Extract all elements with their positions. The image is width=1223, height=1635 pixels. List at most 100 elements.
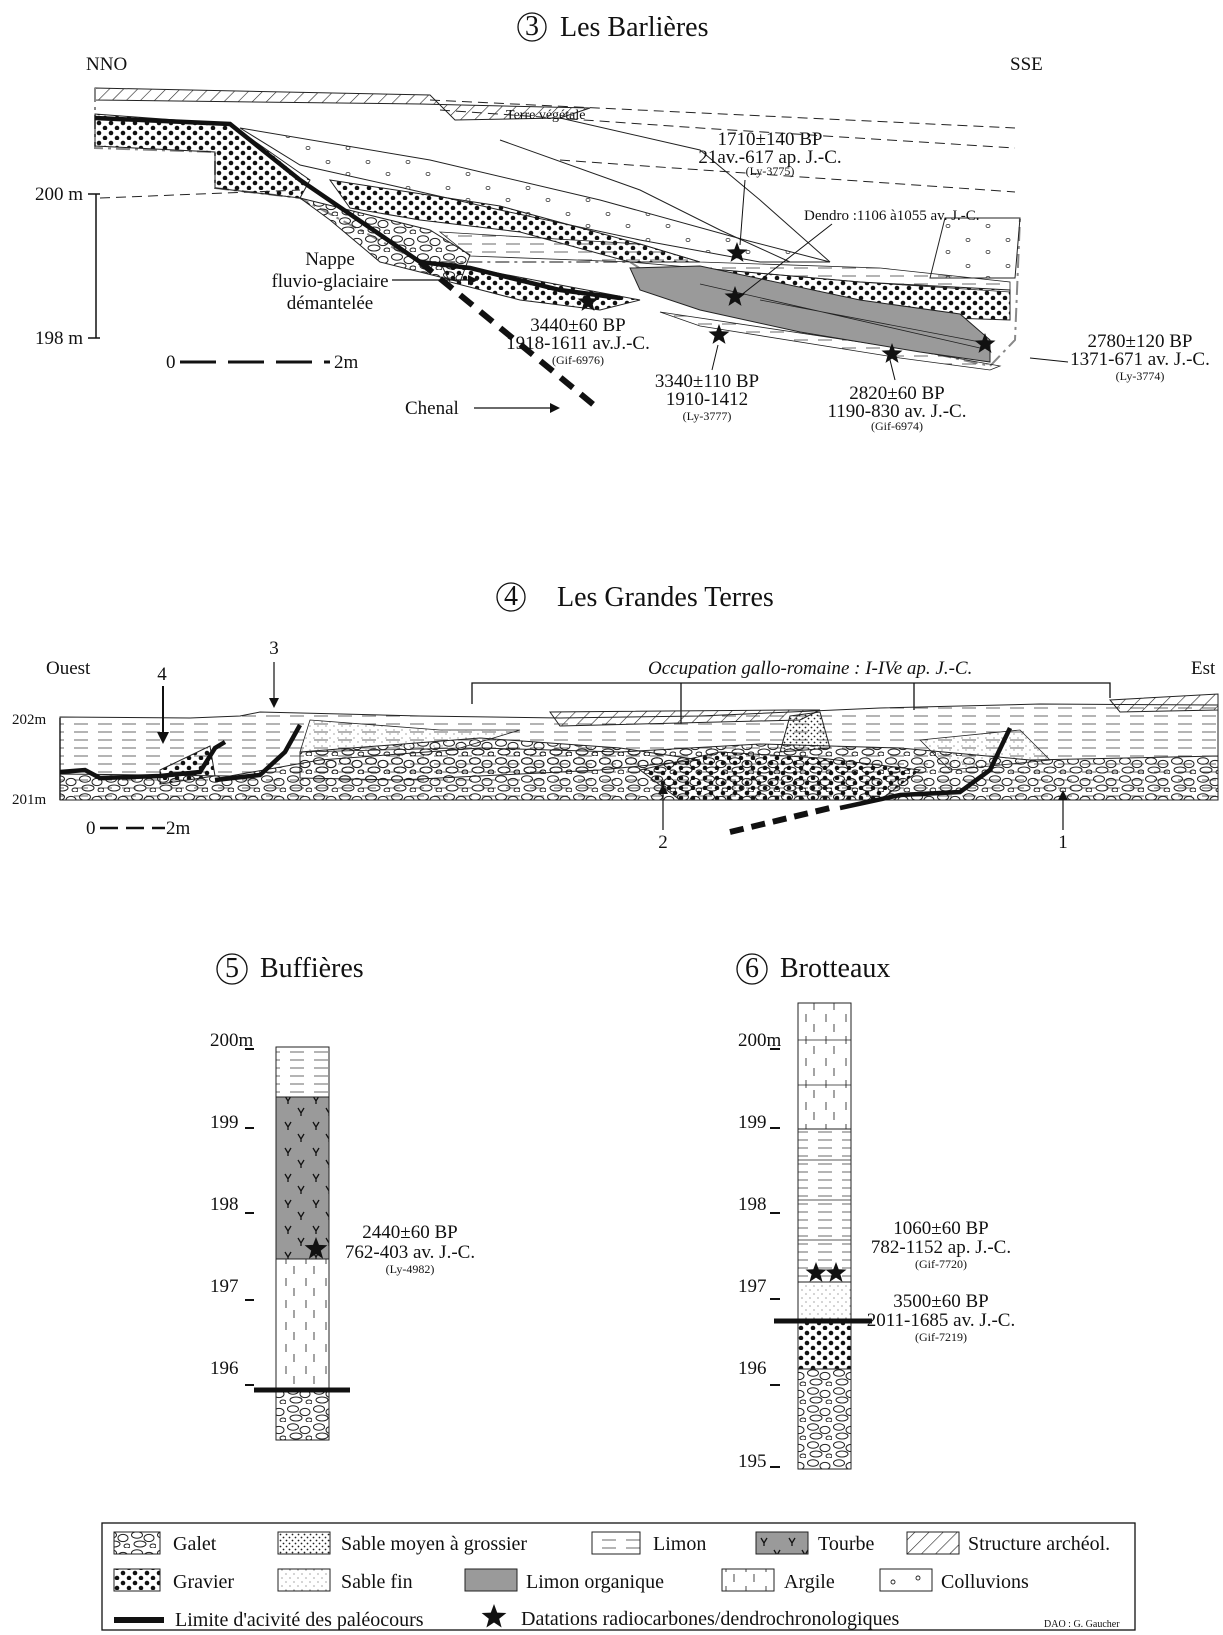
section-3-barlieres: 3 Les Barlières NNO SSE (35, 11, 1210, 433)
marker-4-label: 4 (157, 664, 167, 685)
brotteaux-sable-fin (798, 1282, 851, 1322)
nappe-label-1: Nappe (305, 249, 355, 270)
legend-datations: Datations radiocarbones/dendrochronologi… (521, 1608, 899, 1630)
elevation-202: 202m (12, 712, 47, 728)
marker-3-label: 3 (269, 638, 279, 659)
section-3-left-direction: NNO (86, 54, 127, 75)
legend-swatch-sable-moyen (278, 1532, 330, 1554)
date-2820: 2820±60 BP 1190-830 av. J.-C. (Gif-6974) (828, 360, 967, 433)
section-4-scale-zero: 0 (86, 818, 96, 839)
section-6-title: Brotteaux (780, 953, 890, 984)
buffieres-galet (276, 1390, 329, 1440)
brotteaux-date1-lab: (Gif-7720) (915, 1257, 967, 1271)
legend-swatch-argile (722, 1569, 774, 1591)
buffieres-tick-199: 199 (210, 1112, 239, 1133)
date-2780: 2780±120 BP 1371-671 av. J.-C. (Ly-3774) (1030, 331, 1210, 383)
brotteaux-galet (798, 1369, 851, 1469)
marker-2-label: 2 (658, 832, 668, 853)
legend-swatch-galet (114, 1532, 160, 1554)
gravel-upper-left (95, 114, 310, 198)
legend-limite: Limite d'acivité des paléocours (175, 1609, 424, 1631)
buffieres-tick-198: 198 (210, 1194, 239, 1215)
legend-swatch-limon (592, 1532, 640, 1554)
chenal-label: Chenal (405, 398, 459, 419)
nappe-label-2: fluvio-glaciaire (271, 271, 388, 292)
section-3-number: 3 (525, 11, 539, 42)
svg-text:(Gif-6974): (Gif-6974) (871, 419, 923, 433)
section-6-number: 6 (745, 953, 759, 984)
brotteaux-tick-199: 199 (738, 1112, 767, 1133)
section-6-brotteaux: 6 Brotteaux 200m 199 198 197 196 195 (737, 953, 1015, 1472)
legend-limon: Limon (653, 1533, 706, 1555)
svg-text:(Ly-3774): (Ly-3774) (1116, 369, 1165, 383)
brotteaux-date1-cal: 782-1152 ap. J.-C. (871, 1237, 1011, 1258)
section-4-grandes-terres: 4 Les Grandes Terres Ouest Est Occupatio… (12, 581, 1218, 853)
brotteaux-tick-196: 196 (738, 1358, 767, 1379)
svg-text:1918-1611 av.J.-C.: 1918-1611 av.J.-C. (506, 333, 650, 354)
brotteaux-date1-bp: 1060±60 BP (893, 1218, 988, 1239)
buffieres-date-bp: 2440±60 BP (362, 1222, 457, 1243)
date-3340: 3340±110 BP 1910-1412 (Ly-3777) (655, 345, 759, 423)
svg-text:(Gif-6976): (Gif-6976) (552, 353, 604, 367)
colluvions-right (930, 218, 1020, 278)
legend-structure: Structure archéol. (968, 1533, 1110, 1555)
legend-swatch-structure (907, 1532, 959, 1554)
section-4-number: 4 (504, 581, 518, 612)
buffieres-limon (276, 1047, 329, 1097)
structure-right (1110, 694, 1218, 712)
section-5-title: Buffières (260, 953, 364, 984)
brotteaux-ticks: 200m 199 198 197 196 195 (738, 1030, 782, 1472)
date-1710: 1710±140 BP 21av.-617 ap. J.-C. (Ly-3775… (698, 129, 841, 245)
buffieres-date-cal: 762-403 av. J.-C. (345, 1242, 475, 1263)
scale-end: 2m (334, 352, 359, 373)
legend-swatch-tourbe (756, 1532, 808, 1554)
section-4-title: Les Grandes Terres (557, 582, 774, 613)
brotteaux-tick-198: 198 (738, 1194, 767, 1215)
legend-swatch-sable-fin (278, 1569, 330, 1591)
legend-sable-moyen: Sable moyen à grossier (341, 1533, 527, 1555)
brotteaux-date2-bp: 3500±60 BP (893, 1291, 988, 1312)
section-3-right-direction: SSE (1010, 54, 1043, 75)
legend-tourbe: Tourbe (818, 1533, 874, 1555)
brotteaux-date2-cal: 2011-1685 av. J.-C. (867, 1310, 1015, 1331)
svg-text:(Ly-3777): (Ly-3777) (683, 409, 732, 423)
marker-1-label: 1 (1058, 832, 1068, 853)
svg-text:1910-1412: 1910-1412 (666, 389, 748, 410)
legend-argile: Argile (784, 1571, 835, 1593)
buffieres-date-lab: (Ly-4982) (386, 1262, 435, 1276)
section-4-left-direction: Ouest (46, 658, 91, 679)
marker-3-arrow (269, 698, 279, 708)
dendro-label: Dendro :1106 à1055 av. J.-C. (804, 208, 980, 224)
legend-galet: Galet (173, 1533, 217, 1555)
nappe-label-3: démantelée (287, 293, 374, 314)
brotteaux-argile (798, 1003, 851, 1129)
buffieres-argile (276, 1259, 329, 1390)
brotteaux-date2-lab: (Gif-7219) (915, 1330, 967, 1344)
brotteaux-tick-200: 200m (738, 1030, 782, 1051)
elevation-200: 200 m (35, 184, 83, 205)
brotteaux-limon (798, 1129, 851, 1282)
buffieres-tick-196: 196 (210, 1358, 239, 1379)
legend-swatch-colluvions (880, 1569, 932, 1591)
paleochannel-dashed-right (730, 808, 830, 832)
brotteaux-tick-197: 197 (738, 1276, 767, 1297)
svg-text:(Ly-3775): (Ly-3775) (746, 164, 795, 178)
legend-sable-fin: Sable fin (341, 1571, 413, 1593)
date-3440: 3440±60 BP 1918-1611 av.J.-C. (Gif-6976) (506, 315, 650, 367)
svg-text:1371-671 av. J.-C.: 1371-671 av. J.-C. (1070, 349, 1210, 370)
terre-vegetale-label: Terre végétale (506, 108, 585, 123)
brotteaux-tick-195: 195 (738, 1451, 767, 1472)
legend-colluvions: Colluvions (941, 1571, 1029, 1593)
legend-limon-organique: Limon organique (526, 1571, 664, 1593)
buffieres-tourbe (276, 1097, 329, 1259)
legend: Galet Sable moyen à grossier Limon Tourb… (102, 1523, 1135, 1631)
legend-credit: DAO : G. Gaucher (1044, 1619, 1120, 1630)
elevation-201: 201m (12, 792, 47, 808)
section-5-number: 5 (225, 953, 239, 984)
section-5-buffieres: 5 Buffières 200m 199 198 197 196 2440±60… (210, 953, 475, 1440)
elevation-198: 198 m (35, 328, 83, 349)
brotteaux-gravier (798, 1322, 851, 1369)
legend-swatch-gravier (114, 1569, 160, 1591)
occupation-bracket (472, 683, 1110, 704)
